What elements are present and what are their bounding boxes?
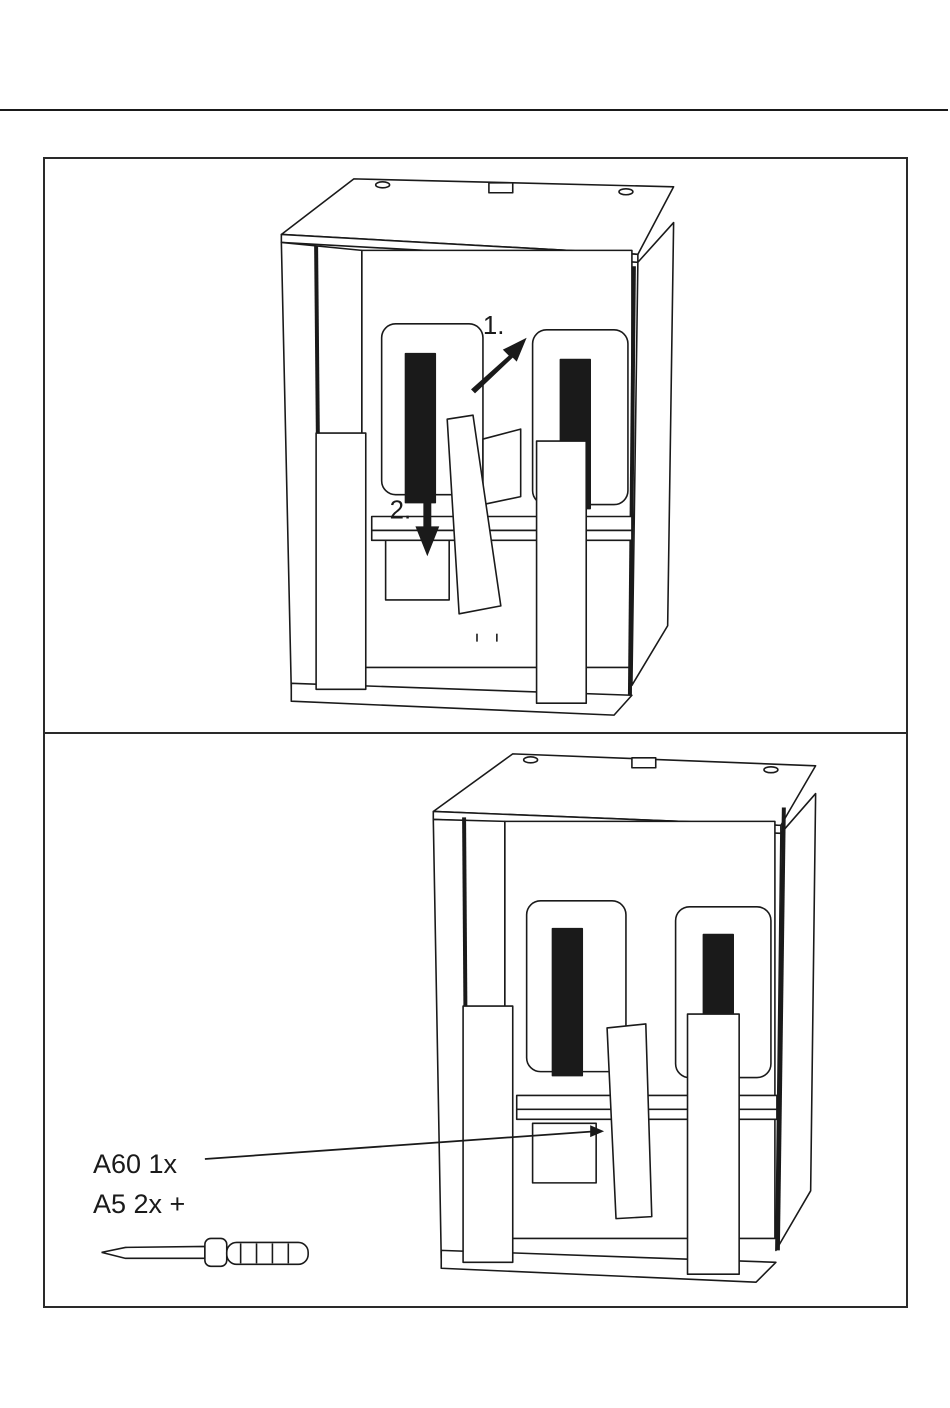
step-label-2: 2.	[390, 496, 412, 524]
step-label-1: 1.	[483, 312, 505, 340]
header-rule	[0, 109, 948, 111]
screwdriver-icon	[102, 1238, 309, 1266]
part-label-a60: A60 1x	[93, 1144, 177, 1184]
step-2-panel: A60 1x A5 2x +	[43, 732, 908, 1308]
part-label-a5: A5 2x +	[93, 1184, 185, 1224]
step-1-panel: 1. 2.	[43, 157, 908, 734]
cabinet-illustration-step-1: 1. 2.	[45, 159, 906, 732]
